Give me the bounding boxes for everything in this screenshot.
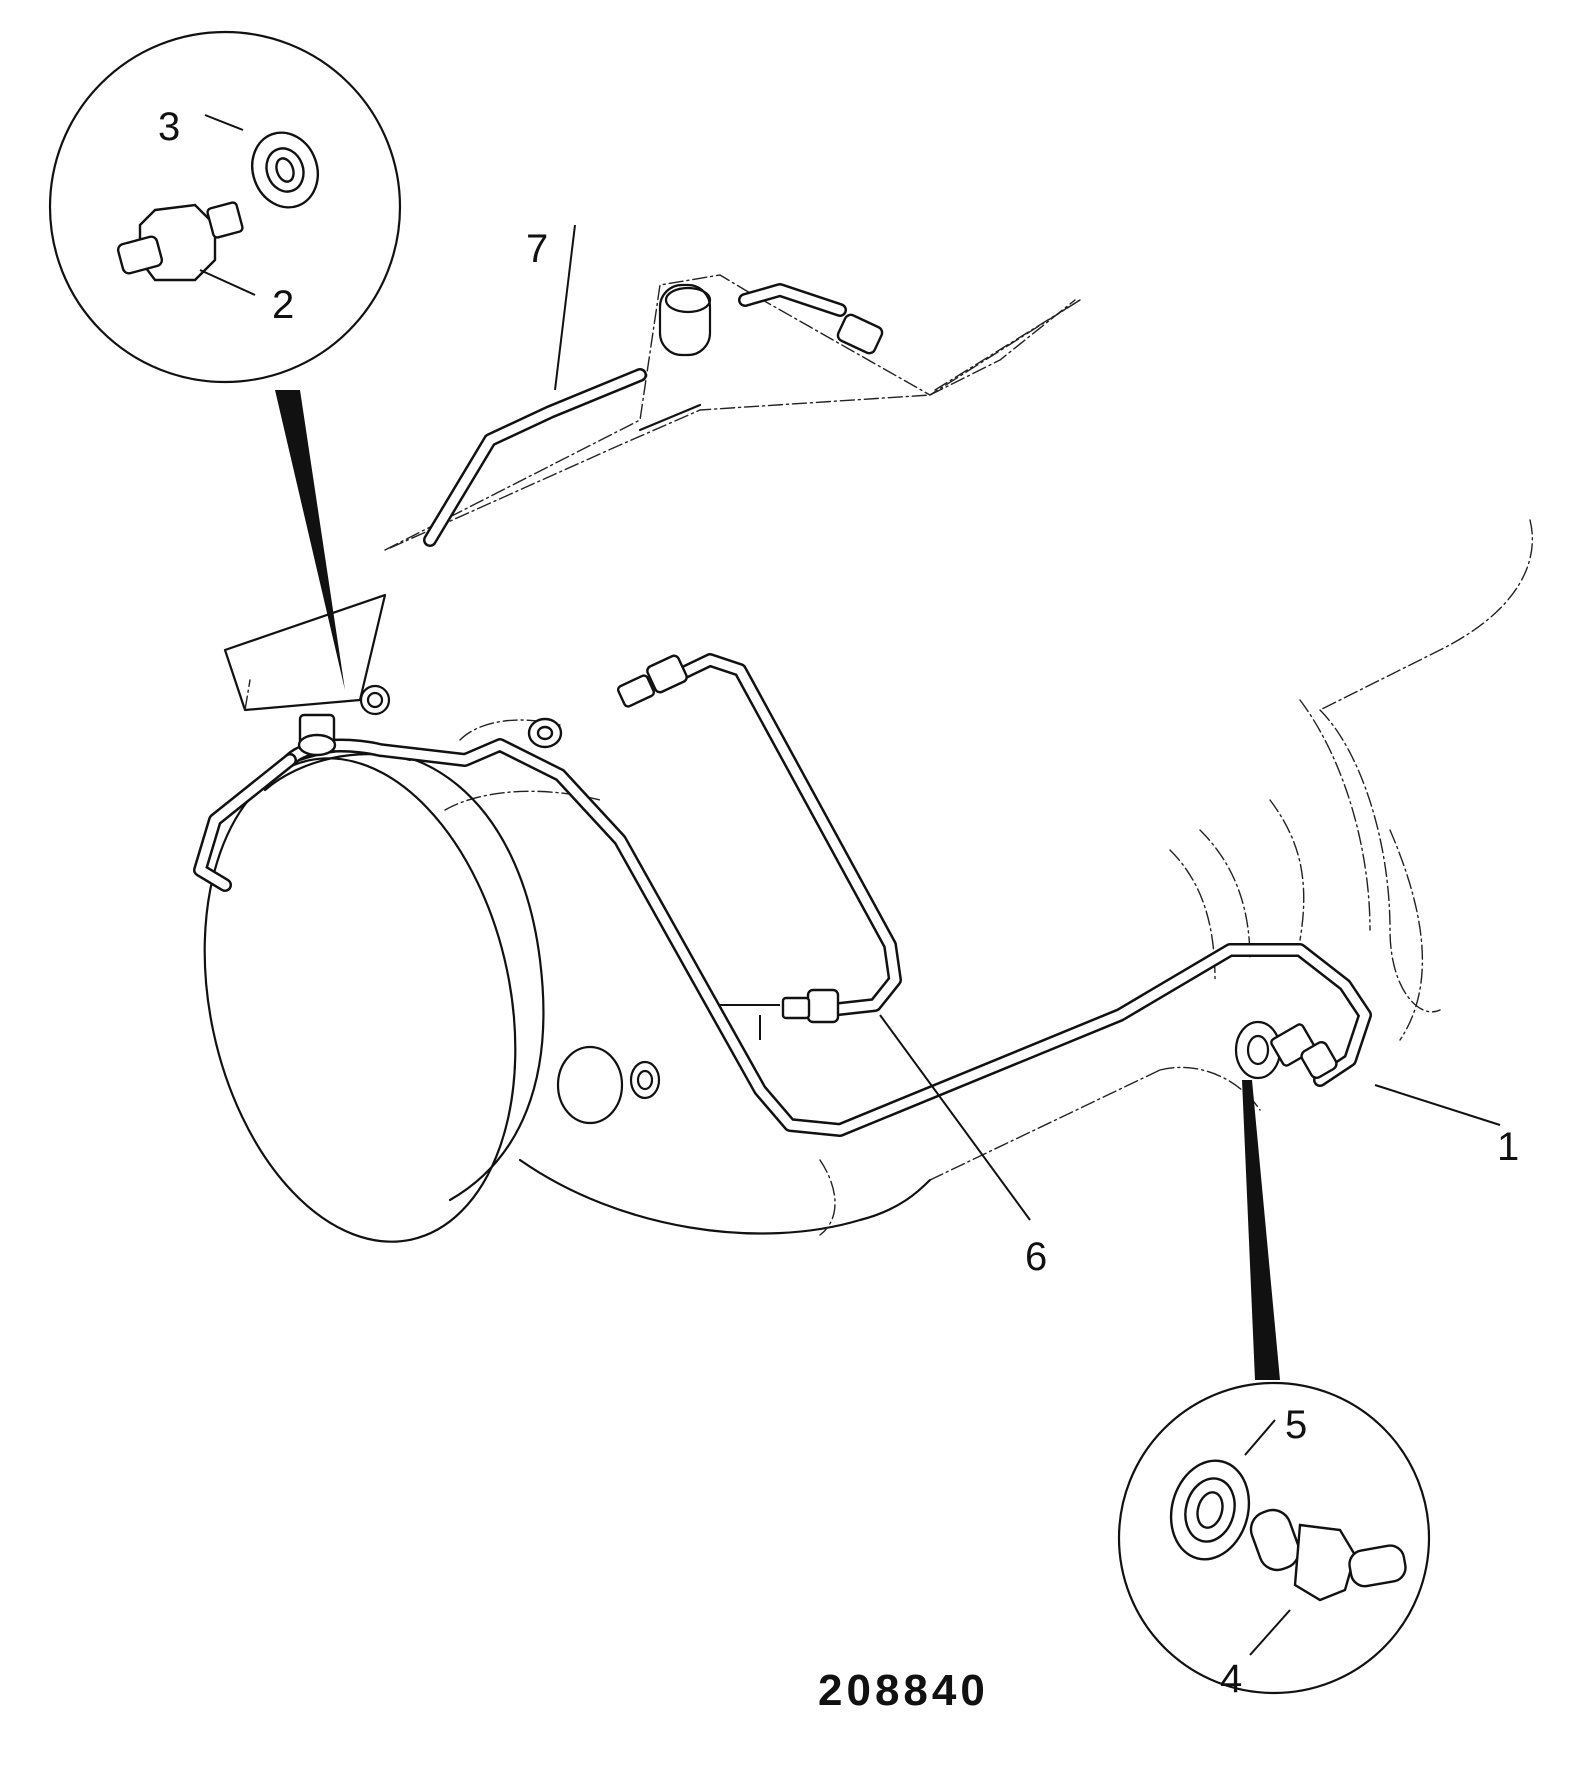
detail-circle-upper bbox=[48, 30, 402, 384]
pipe-1 bbox=[193, 713, 1372, 1137]
detail-circle-lower bbox=[1117, 1381, 1431, 1695]
callout-leaders bbox=[554, 224, 1501, 1221]
detail-leaders bbox=[275, 390, 1280, 1380]
housing-bosses bbox=[359, 283, 1282, 1125]
callout-3: 3 bbox=[158, 105, 180, 149]
pipe-7 bbox=[423, 283, 884, 547]
housing-body bbox=[223, 274, 1534, 1236]
callout-7: 7 bbox=[526, 227, 548, 271]
callout-1: 1 bbox=[1497, 1125, 1519, 1169]
figure-number: 208840 bbox=[818, 1666, 989, 1715]
callout-6: 6 bbox=[1025, 1235, 1047, 1279]
pipe-6 bbox=[616, 653, 902, 1040]
callout-5: 5 bbox=[1285, 1403, 1307, 1447]
callout-4: 4 bbox=[1220, 1657, 1242, 1701]
callout-2: 2 bbox=[272, 283, 294, 327]
